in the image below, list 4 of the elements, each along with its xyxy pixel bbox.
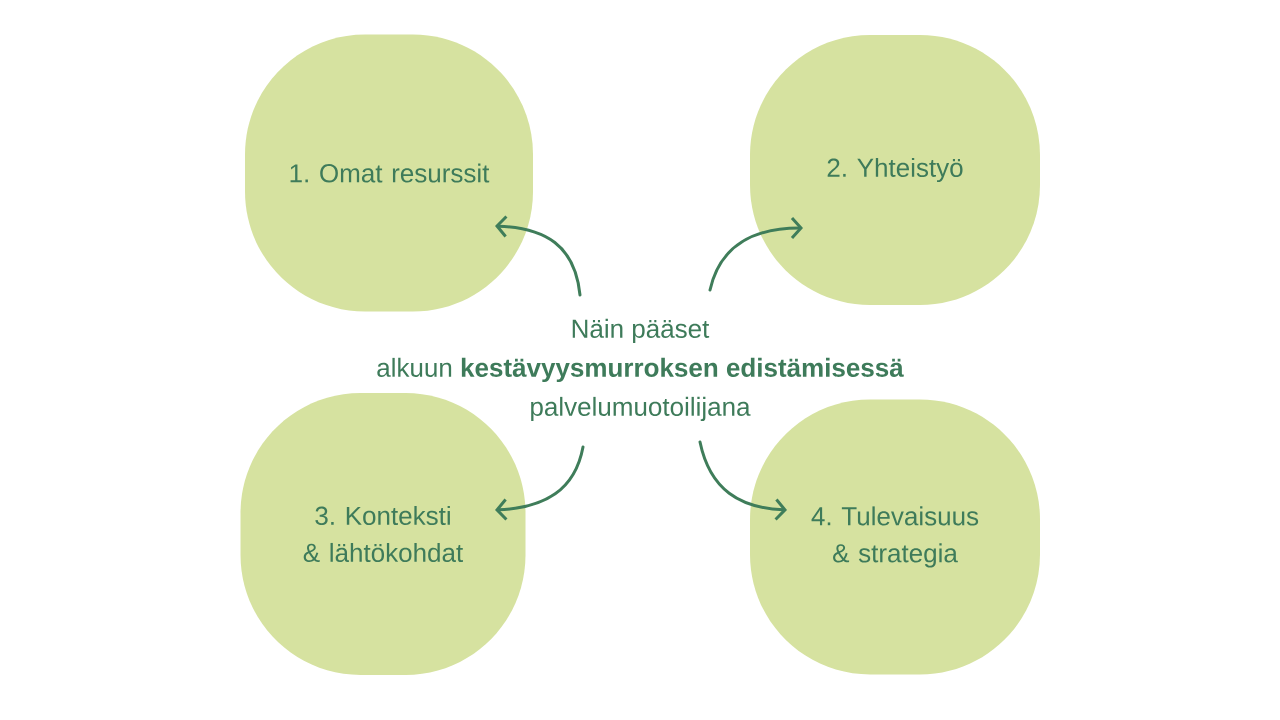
arrow xyxy=(495,215,582,297)
arrow xyxy=(495,445,585,521)
arrow xyxy=(698,440,787,521)
arrow xyxy=(708,217,803,292)
